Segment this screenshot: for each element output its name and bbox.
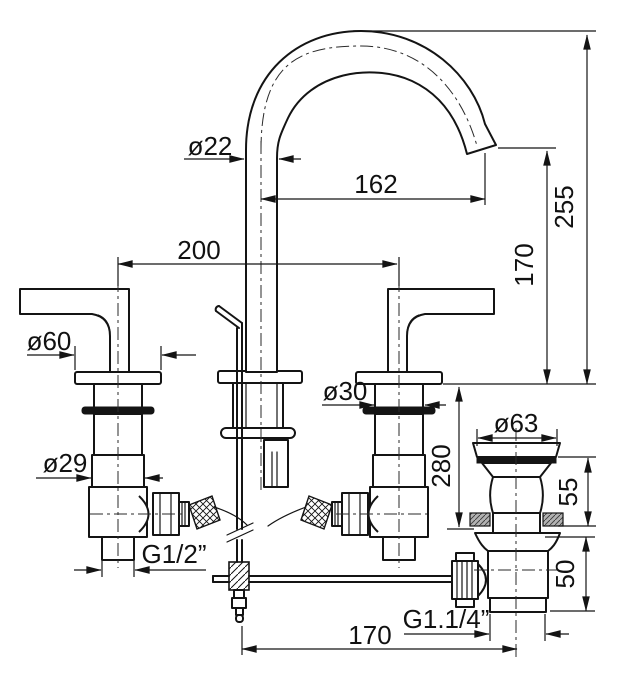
dim-waste-upper-height-label: 55 [553, 478, 583, 507]
waste-clamp-lug-right [542, 512, 564, 527]
dim-waste-lower-height-label: 50 [550, 560, 580, 589]
dim-spout-diameter: ø22 [184, 131, 301, 163]
dim-waste-lower-height: 50 [550, 536, 590, 612]
dim-inlet-thread: G1/2” [74, 539, 207, 574]
dim-total-height-label: 255 [549, 185, 579, 228]
dim-handle-base-diameter-label: ø60 [27, 326, 72, 356]
dim-waste-offset-label: 170 [348, 620, 391, 650]
rod-knurled-nut [451, 560, 479, 600]
waste-clamp-lug-left [469, 512, 491, 527]
dim-valve-body-diameter-label: ø29 [43, 448, 88, 478]
dim-spout-reach-label: 162 [354, 169, 397, 199]
spout-lock-washer [220, 427, 296, 439]
waste-lower-flange [474, 532, 561, 552]
right-lever-fillet [406, 314, 420, 334]
waste-body [487, 550, 549, 599]
dim-handle-base-diameter: ø60 [27, 326, 196, 359]
dim-valve-body-diameter: ø29 [36, 448, 163, 482]
dim-waste-thread-label: G1.1/4” [403, 604, 490, 634]
dim-spout-diameter-label: ø22 [188, 131, 233, 161]
left-lever-fillet [97, 314, 111, 334]
dim-shank-diameter-label: ø30 [323, 376, 368, 406]
swan-neck-spout [245, 30, 497, 373]
dim-inlet-thread-label: G1/2” [141, 539, 206, 569]
left-flex-hose [188, 495, 221, 530]
dim-waste-upper-height: 55 [553, 457, 592, 527]
spout-base-assembly [217, 370, 303, 488]
right-hose-connection [267, 492, 379, 536]
drain-assembly [451, 442, 564, 613]
right-lever-handle [387, 288, 495, 373]
dim-handle-spacing: 200 [117, 235, 398, 268]
rod-coupling [228, 561, 250, 591]
right-flex-hose [300, 495, 333, 530]
dimensions: ø22 162 255 170 200 ø60 ø30 [27, 30, 596, 655]
dim-handle-spacing-label: 200 [177, 235, 220, 265]
dim-spout-reach: 162 [260, 169, 486, 203]
dim-waste-thread: G1.1/4” [403, 604, 569, 638]
dim-waste-flange-diameter-label: ø63 [494, 408, 539, 438]
dim-hose-drop-label: 280 [426, 444, 456, 487]
dim-outlet-height-label: 170 [509, 243, 539, 286]
dim-shank-diameter: ø30 [322, 376, 446, 409]
dim-outlet-height: 170 [509, 150, 551, 385]
waste-thread-tail [489, 597, 547, 613]
spout-tailpiece [263, 439, 289, 488]
horizontal-drain-rod [212, 575, 453, 583]
popup-lift-rod [212, 305, 453, 623]
dim-total-height: 255 [549, 34, 591, 385]
dim-waste-flange-diameter: ø63 [477, 408, 557, 442]
dim-hose-drop: 280 [426, 386, 463, 528]
dim-waste-offset: 170 [241, 620, 518, 653]
